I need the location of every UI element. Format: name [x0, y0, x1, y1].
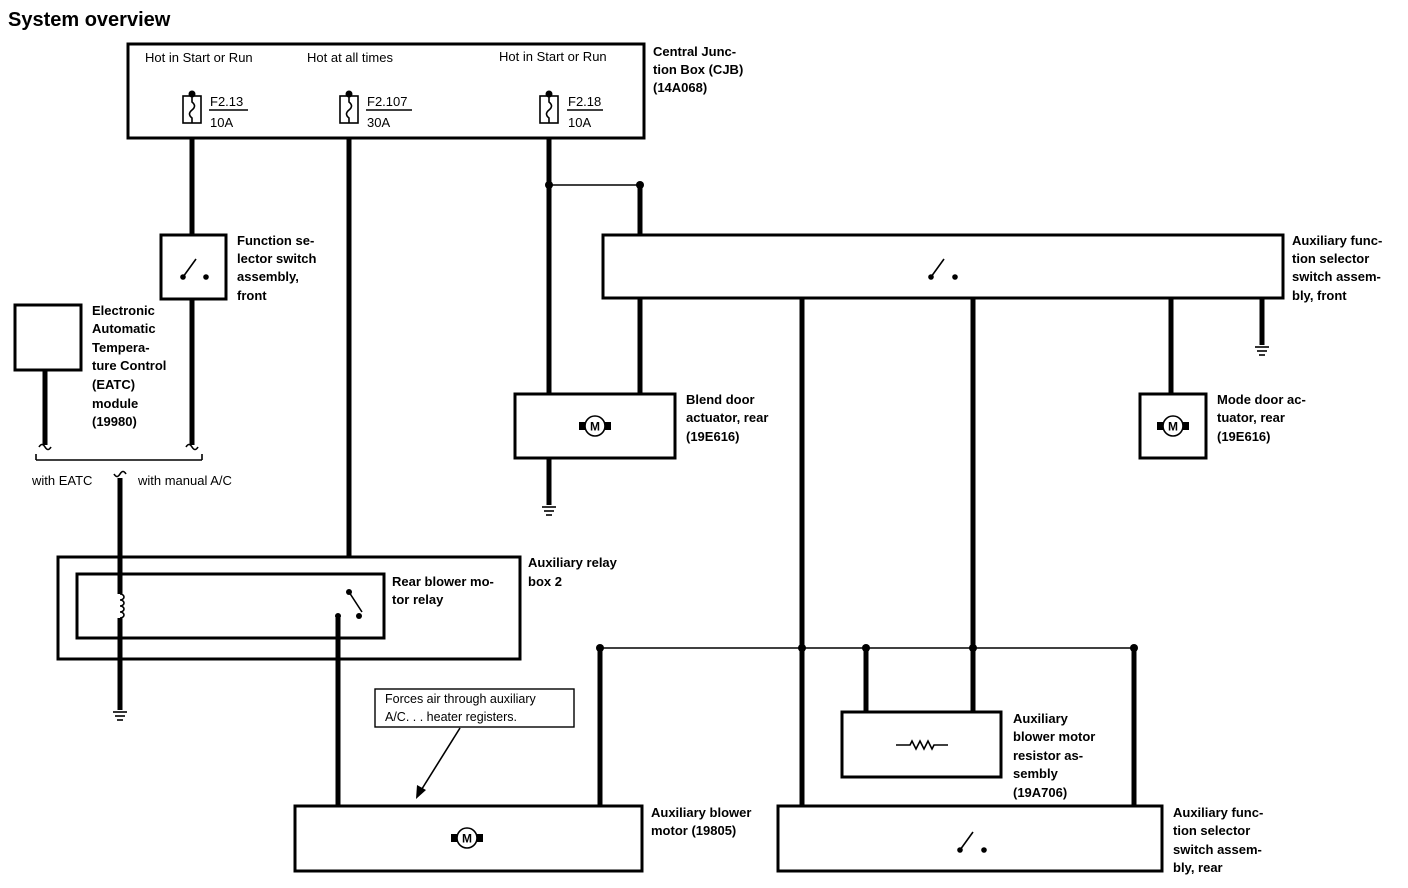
svg-text:tion Box (CJB): tion Box (CJB) [653, 62, 743, 77]
junction-dots [545, 181, 1138, 652]
svg-text:(19E616): (19E616) [1217, 429, 1270, 444]
fuse-rating: 30A [367, 115, 390, 130]
svg-text:M: M [590, 420, 600, 434]
svg-text:assembly,: assembly, [237, 269, 299, 284]
svg-text:switch assem-: switch assem- [1173, 842, 1262, 857]
svg-text:module: module [92, 396, 138, 411]
svg-text:Auxiliary func-: Auxiliary func- [1292, 233, 1382, 248]
motor-icon: M [1157, 415, 1189, 437]
function-selector-switch-front [159, 233, 228, 301]
svg-text:bly, rear: bly, rear [1173, 860, 1223, 875]
svg-text:Blend door: Blend door [686, 392, 755, 407]
switch-icon [180, 258, 209, 280]
svg-text:Auxiliary func-: Auxiliary func- [1173, 805, 1263, 820]
svg-text:box 2: box 2 [528, 574, 562, 589]
function-selector-front-label: Function se- lector switch assembly, fro… [237, 233, 317, 303]
svg-text:(19A706): (19A706) [1013, 785, 1067, 800]
svg-text:Central Junc-: Central Junc- [653, 44, 736, 59]
svg-text:Auxiliary: Auxiliary [1013, 711, 1069, 726]
svg-text:(19980): (19980) [92, 414, 137, 429]
fuse-icon [539, 90, 559, 124]
blend-door-actuator-rear: M [513, 392, 677, 460]
svg-text:front: front [237, 288, 267, 303]
switch-icon [957, 831, 987, 853]
aux-function-selector-front-label: Auxiliary func- tion selector switch ass… [1292, 233, 1382, 303]
aux-blower-resistor-label: Auxiliary blower motor resistor as- semb… [1013, 711, 1095, 800]
arrow-icon [416, 785, 426, 799]
svg-text:Mode door ac-: Mode door ac- [1217, 392, 1306, 407]
svg-text:M: M [1168, 420, 1178, 434]
svg-text:tor relay: tor relay [392, 592, 444, 607]
svg-text:tion selector: tion selector [1173, 823, 1250, 838]
eatc-module-label: Electronic Automatic Tempera- ture Contr… [92, 303, 166, 429]
svg-text:Tempera-: Tempera- [92, 340, 150, 355]
fuse-icon [182, 90, 202, 124]
cjb-label: Central Junc- tion Box (CJB) (14A068) [653, 44, 743, 95]
option-with-eatc: with EATC [31, 473, 92, 488]
svg-text:Rear blower mo-: Rear blower mo- [392, 574, 494, 589]
fuse-id: F2.13 [210, 94, 243, 109]
supply-label: Hot at all times [307, 50, 393, 65]
aux-function-selector-switch-front [601, 233, 1285, 300]
switch-icon [928, 258, 958, 280]
svg-text:(19E616): (19E616) [686, 429, 739, 444]
motor-icon: M [579, 415, 611, 437]
svg-text:tion selector: tion selector [1292, 251, 1369, 266]
svg-text:motor (19805): motor (19805) [651, 823, 736, 838]
svg-text:blower motor: blower motor [1013, 729, 1095, 744]
motor-icon: M [451, 827, 483, 849]
mode-door-actuator-rear: M [1138, 392, 1208, 460]
svg-text:lector switch: lector switch [237, 251, 317, 266]
ground-icon [542, 506, 556, 516]
svg-text:actuator, rear: actuator, rear [686, 410, 768, 425]
mode-door-actuator-label: Mode door ac- tuator, rear (19E616) [1217, 392, 1306, 444]
option-with-manual-ac: with manual A/C [137, 473, 232, 488]
rear-blower-motor-relay [75, 572, 386, 640]
eatc-module [13, 303, 83, 372]
svg-text:Function se-: Function se- [237, 233, 314, 248]
svg-text:Electronic: Electronic [92, 303, 155, 318]
fuse-rating: 10A [568, 115, 591, 130]
resistor-icon [896, 739, 948, 751]
wiring [42, 125, 1265, 806]
supply-label: Hot in Start or Run [145, 50, 253, 65]
rear-blower-relay-label: Rear blower mo- tor relay [392, 574, 494, 607]
svg-text:A/C. . . heater registers.: A/C. . . heater registers. [385, 710, 517, 724]
svg-text:Automatic: Automatic [92, 321, 156, 336]
svg-text:(14A068): (14A068) [653, 80, 707, 95]
diagram-title: System overview [8, 9, 171, 31]
svg-text:Auxiliary relay: Auxiliary relay [528, 555, 618, 570]
aux-blower-motor-label: Auxiliary blower motor (19805) [651, 805, 751, 838]
fuse-id: F2.107 [367, 94, 407, 109]
svg-text:Forces air through auxiliary: Forces air through auxiliary [385, 692, 537, 706]
aux-function-selector-switch-rear [776, 804, 1164, 873]
fuse-rating: 10A [210, 115, 233, 130]
supply-label: Hot in Start or Run [499, 49, 607, 64]
central-junction-box: Hot in Start or Run Hot at all times Hot… [126, 42, 646, 140]
svg-text:sembly: sembly [1013, 766, 1059, 781]
svg-text:Auxiliary blower: Auxiliary blower [651, 805, 751, 820]
aux-blower-motor-resistor [840, 710, 1003, 779]
relay-switch-icon [335, 589, 363, 659]
svg-text:tuator, rear: tuator, rear [1217, 410, 1285, 425]
svg-text:(EATC): (EATC) [92, 377, 135, 392]
ground-icon [113, 711, 127, 721]
svg-text:bly, front: bly, front [1292, 288, 1347, 303]
aux-function-selector-rear-label: Auxiliary func- tion selector switch ass… [1173, 805, 1263, 875]
ground-icon [1255, 346, 1269, 356]
fuse-icon [339, 90, 359, 124]
svg-text:M: M [462, 832, 472, 846]
svg-text:switch assem-: switch assem- [1292, 269, 1381, 284]
airflow-callout: Forces air through auxiliary A/C. . . he… [374, 688, 575, 799]
aux-relay-box-label: Auxiliary relay box 2 [528, 555, 618, 589]
fuse-id: F2.18 [568, 94, 601, 109]
aux-relay-box-2 [56, 555, 522, 661]
aux-blower-motor: M [293, 804, 644, 873]
blend-door-actuator-label: Blend door actuator, rear (19E616) [686, 392, 768, 444]
relay-coil-icon [117, 557, 125, 659]
svg-text:ture Control: ture Control [92, 358, 166, 373]
svg-text:resistor as-: resistor as- [1013, 748, 1083, 763]
